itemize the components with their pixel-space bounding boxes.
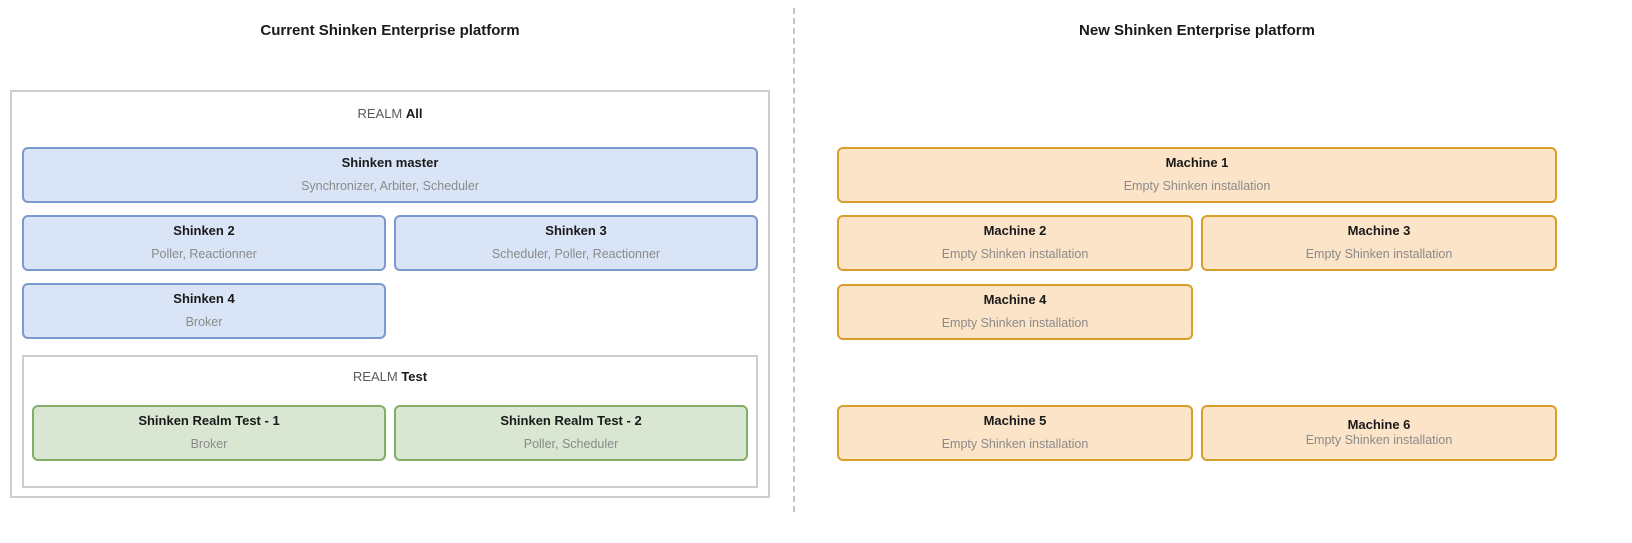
panel-divider-dashed-line [793,8,795,512]
node-shinken-4: Shinken 4 Broker [22,283,386,339]
node-subtitle: Empty Shinken installation [1123,178,1271,193]
node-title: Shinken Realm Test - 2 [500,413,642,429]
node-subtitle: Empty Shinken installation [941,246,1089,261]
realm-all-label-prefix: REALM [357,106,403,121]
node-shinken-realm-test-1: Shinken Realm Test - 1 Broker [32,405,386,461]
node-title: Machine 4 [983,292,1047,308]
node-title: Shinken Realm Test - 1 [138,413,280,429]
new-platform-title: New Shinken Enterprise platform [1079,22,1315,39]
machine-3-box: Machine 3 Empty Shinken installation [1201,215,1557,271]
machine-5-box: Machine 5 Empty Shinken installation [837,405,1193,461]
realm-test-label: REALM Test [32,369,748,384]
node-subtitle: Broker [185,314,223,329]
node-subtitle: Broker [190,436,228,451]
node-subtitle: Empty Shinken installation [1305,246,1453,261]
realm-test-label-name: Test [401,369,428,384]
node-shinken-3: Shinken 3 Scheduler, Poller, Reactionner [394,215,758,271]
node-title: Machine 2 [983,223,1047,239]
node-shinken-realm-test-2: Shinken Realm Test - 2 Poller, Scheduler [394,405,748,461]
realm-all-container: REALM All Shinken master Synchronizer, A… [10,90,770,498]
realm-all-label: REALM All [22,106,758,121]
node-title: Shinken master [341,155,439,171]
node-title: Shinken 4 [173,291,235,307]
node-subtitle: Empty Shinken installation [941,315,1089,330]
node-title: Machine 6 [1347,416,1411,432]
realm-all-row-3: Shinken 4 Broker [22,283,758,339]
node-subtitle: Empty Shinken installation [941,436,1089,451]
node-title: Machine 5 [983,413,1047,429]
machines-row-1: Machine 1 Empty Shinken installation [837,147,1557,203]
node-title: Machine 1 [1165,155,1229,171]
machines-row-3: Machine 4 Empty Shinken installation [837,284,1557,340]
node-title: Shinken 3 [545,223,607,239]
machine-6-box: Machine 6 Empty Shinken installation [1201,405,1557,461]
realm-test-label-prefix: REALM [352,369,398,384]
realm-all-row-2: Shinken 2 Poller, Reactionner Shinken 3 … [22,215,758,271]
node-title: Machine 3 [1347,223,1411,239]
machine-1-box: Machine 1 Empty Shinken installation [837,147,1557,203]
realm-test-container: REALM Test Shinken Realm Test - 1 Broker… [22,355,758,488]
node-subtitle: Empty Shinken installation [1305,433,1453,448]
machine-4-box: Machine 4 Empty Shinken installation [837,284,1193,340]
node-shinken-master: Shinken master Synchronizer, Arbiter, Sc… [22,147,758,203]
node-subtitle: Scheduler, Poller, Reactionner [491,246,661,261]
current-platform-title: Current Shinken Enterprise platform [260,22,520,39]
node-title: Shinken 2 [173,223,235,239]
node-subtitle: Poller, Reactionner [151,246,257,261]
realm-test-row-1: Shinken Realm Test - 1 Broker Shinken Re… [32,405,748,461]
machines-row-2: Machine 2 Empty Shinken installation Mac… [837,215,1557,271]
machines-area: Machine 1 Empty Shinken installation Mac… [837,147,1557,473]
machines-row-4: Machine 5 Empty Shinken installation Mac… [837,405,1557,461]
node-subtitle: Poller, Scheduler [523,436,619,451]
node-subtitle: Synchronizer, Arbiter, Scheduler [301,178,479,193]
realm-all-row-1: Shinken master Synchronizer, Arbiter, Sc… [22,147,758,203]
realm-all-label-name: All [405,106,423,121]
machine-2-box: Machine 2 Empty Shinken installation [837,215,1193,271]
node-shinken-2: Shinken 2 Poller, Reactionner [22,215,386,271]
machines-vertical-gap [837,352,1557,405]
